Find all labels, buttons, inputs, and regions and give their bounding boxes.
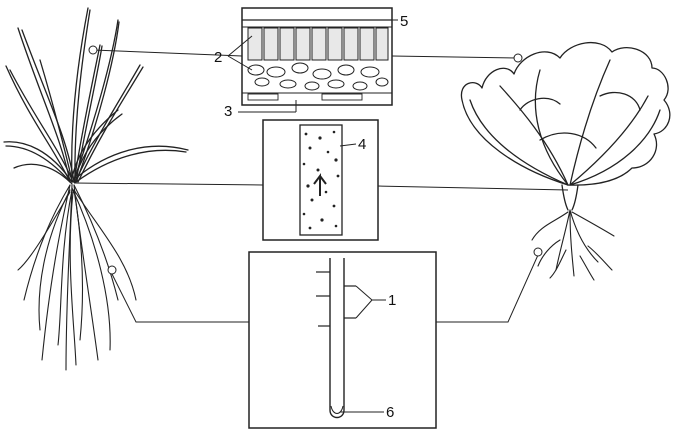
root-hairs (316, 271, 356, 327)
lettuce-leaves (460, 42, 671, 186)
leaf-cross-section-panel (241, 7, 393, 106)
root-panel (248, 251, 437, 429)
lettuce-stem (561, 184, 579, 211)
leader-lines (227, 19, 398, 413)
callout-labels: 5 2 3 4 1 6 (214, 13, 408, 421)
label-3: 3 (224, 103, 232, 120)
spongy-cells (247, 62, 389, 91)
grass-plant (3, 7, 189, 371)
palisade-cells (247, 27, 389, 61)
grass-leaves (3, 7, 189, 185)
label-1: 1 (388, 292, 396, 309)
stem-section-panel (262, 119, 379, 241)
root-cap (330, 405, 344, 414)
stem-arrow (313, 173, 327, 196)
root-body (329, 258, 345, 419)
connector-lines (73, 45, 569, 323)
label-2: 2 (214, 49, 222, 66)
lettuce-roots (531, 209, 615, 281)
label-6: 6 (386, 404, 394, 421)
grass-roots (17, 184, 137, 371)
label-5: 5 (400, 13, 408, 30)
stem-tissue-dots (302, 130, 340, 230)
lettuce-plant (460, 42, 671, 281)
label-4: 4 (358, 136, 366, 153)
